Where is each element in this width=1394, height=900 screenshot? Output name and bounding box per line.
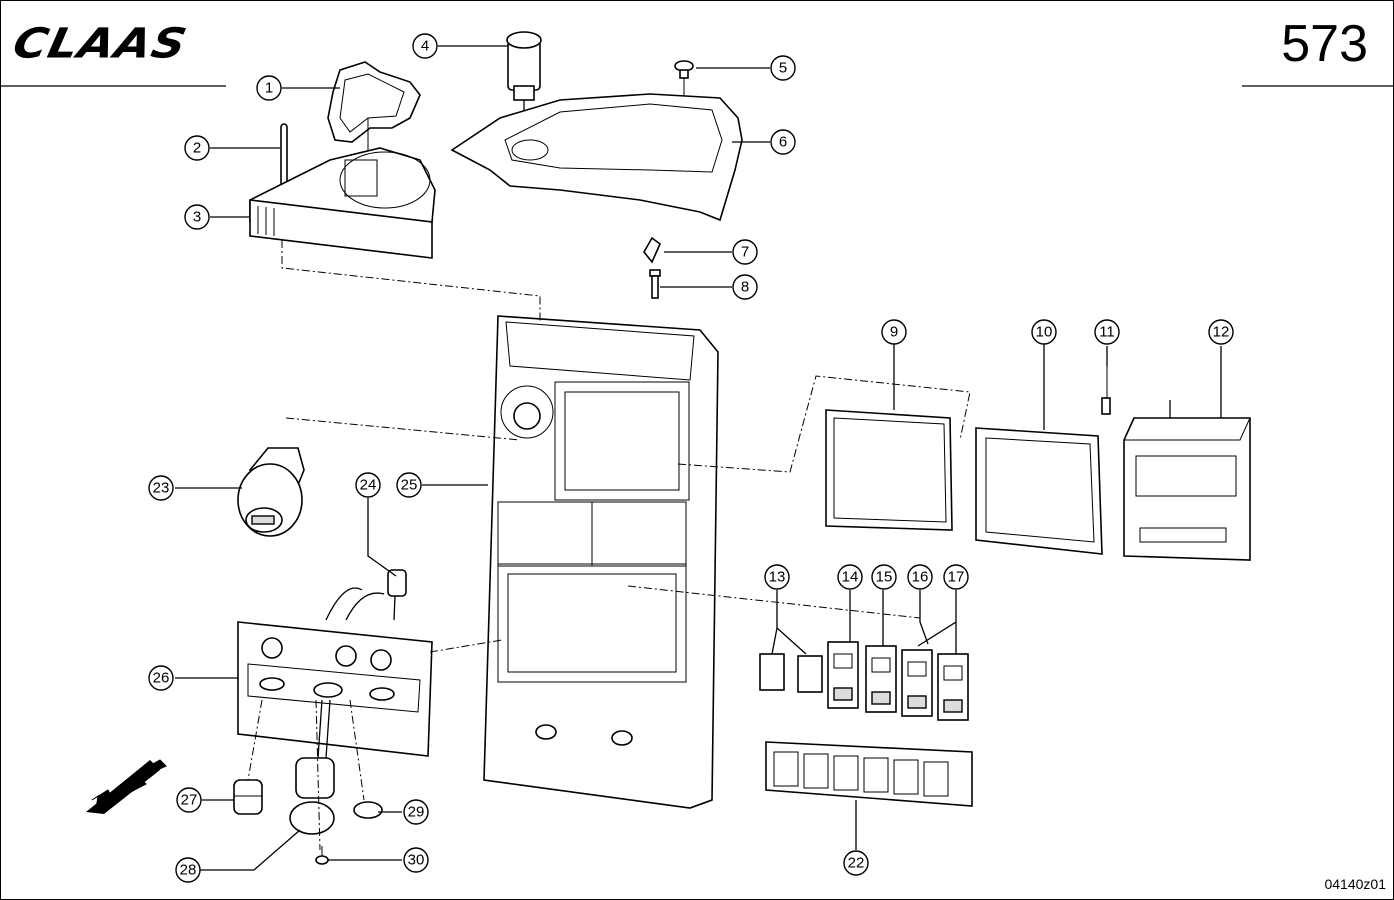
svg-text:28: 28 bbox=[180, 862, 197, 879]
callout-6: 6 bbox=[770, 129, 796, 155]
callout-5: 5 bbox=[770, 55, 796, 81]
svg-text:24: 24 bbox=[360, 477, 377, 494]
part-24-connector bbox=[387, 569, 407, 621]
callout-17: 17 bbox=[943, 564, 969, 590]
svg-text:11: 11 bbox=[1099, 324, 1115, 341]
callout-3: 3 bbox=[184, 204, 210, 230]
part-16-switch bbox=[901, 649, 933, 717]
callout-7: 7 bbox=[732, 239, 758, 265]
callout-1: 1 bbox=[256, 75, 282, 101]
page-number: 573 bbox=[1281, 15, 1368, 73]
part-15-switch bbox=[865, 645, 897, 713]
part-6-console-cover bbox=[450, 93, 743, 222]
callout-16: 16 bbox=[907, 564, 933, 590]
part-10-display-frame bbox=[975, 427, 1103, 555]
part-26-lower-panel bbox=[237, 587, 433, 757]
callout-14: 14 bbox=[837, 564, 863, 590]
part-3-holder bbox=[249, 147, 436, 259]
svg-text:8: 8 bbox=[741, 279, 749, 296]
part-30-screw bbox=[315, 846, 329, 865]
part-23-ignition-switch bbox=[237, 447, 305, 537]
svg-text:2: 2 bbox=[193, 140, 201, 157]
part-7-clip bbox=[643, 236, 661, 264]
svg-text:14: 14 bbox=[842, 569, 859, 586]
svg-text:5: 5 bbox=[779, 60, 787, 77]
callout-30: 30 bbox=[403, 847, 429, 873]
leader-lines bbox=[175, 45, 1222, 871]
svg-text:13: 13 bbox=[769, 569, 786, 586]
part-14-switch bbox=[827, 641, 859, 709]
callout-9: 9 bbox=[881, 319, 907, 345]
svg-text:4: 4 bbox=[421, 38, 429, 55]
part-12-radio-unit bbox=[1123, 400, 1251, 561]
callout-8: 8 bbox=[732, 274, 758, 300]
part-4-socket bbox=[506, 31, 542, 140]
part-9-frame bbox=[825, 409, 953, 531]
callout-25: 25 bbox=[396, 472, 422, 498]
part-13-switch-blanks bbox=[759, 653, 823, 693]
callout-12: 12 bbox=[1208, 319, 1234, 345]
svg-text:17: 17 bbox=[948, 569, 965, 586]
callout-29: 29 bbox=[403, 799, 429, 825]
part-25-console-panel bbox=[483, 315, 719, 809]
svg-text:12: 12 bbox=[1213, 324, 1230, 341]
svg-text:15: 15 bbox=[876, 569, 893, 586]
callout-28: 28 bbox=[175, 857, 201, 883]
callout-2: 2 bbox=[184, 135, 210, 161]
part-22-switch-frame bbox=[765, 741, 973, 807]
part-28-socket bbox=[289, 699, 335, 835]
direction-arrow-body bbox=[86, 760, 160, 814]
svg-text:6: 6 bbox=[779, 134, 787, 151]
part-1-bracket bbox=[327, 61, 421, 160]
callout-13: 13 bbox=[764, 564, 790, 590]
part-17-switch bbox=[937, 653, 969, 721]
part-27-connector bbox=[233, 779, 263, 815]
part-5-screw bbox=[674, 60, 694, 140]
svg-text:23: 23 bbox=[153, 480, 170, 497]
callout-24: 24 bbox=[355, 472, 381, 498]
svg-text:29: 29 bbox=[408, 804, 425, 821]
part-29-cap bbox=[353, 801, 383, 819]
svg-text:1: 1 bbox=[265, 80, 273, 97]
callout-26: 26 bbox=[148, 665, 174, 691]
part-8-screw bbox=[649, 269, 661, 299]
svg-text:10: 10 bbox=[1036, 324, 1053, 341]
svg-text:7: 7 bbox=[741, 244, 749, 261]
callout-10: 10 bbox=[1031, 319, 1057, 345]
callout-23: 23 bbox=[148, 475, 174, 501]
callout-15: 15 bbox=[871, 564, 897, 590]
svg-text:9: 9 bbox=[890, 324, 898, 341]
svg-text:25: 25 bbox=[401, 477, 418, 494]
svg-text:22: 22 bbox=[848, 855, 865, 872]
callout-4: 4 bbox=[412, 33, 438, 59]
svg-text:16: 16 bbox=[912, 569, 929, 586]
part-11-screw bbox=[1101, 366, 1111, 415]
callout-27: 27 bbox=[176, 787, 202, 813]
svg-text:27: 27 bbox=[181, 792, 198, 809]
callout-11: 11 bbox=[1094, 319, 1120, 345]
svg-text:30: 30 bbox=[408, 852, 425, 869]
assembly-lines bbox=[247, 240, 971, 851]
svg-text:26: 26 bbox=[153, 670, 170, 687]
svg-text:3: 3 bbox=[193, 209, 201, 226]
callout-22: 22 bbox=[843, 850, 869, 876]
drawing-code: 04140z01 bbox=[1324, 876, 1386, 892]
